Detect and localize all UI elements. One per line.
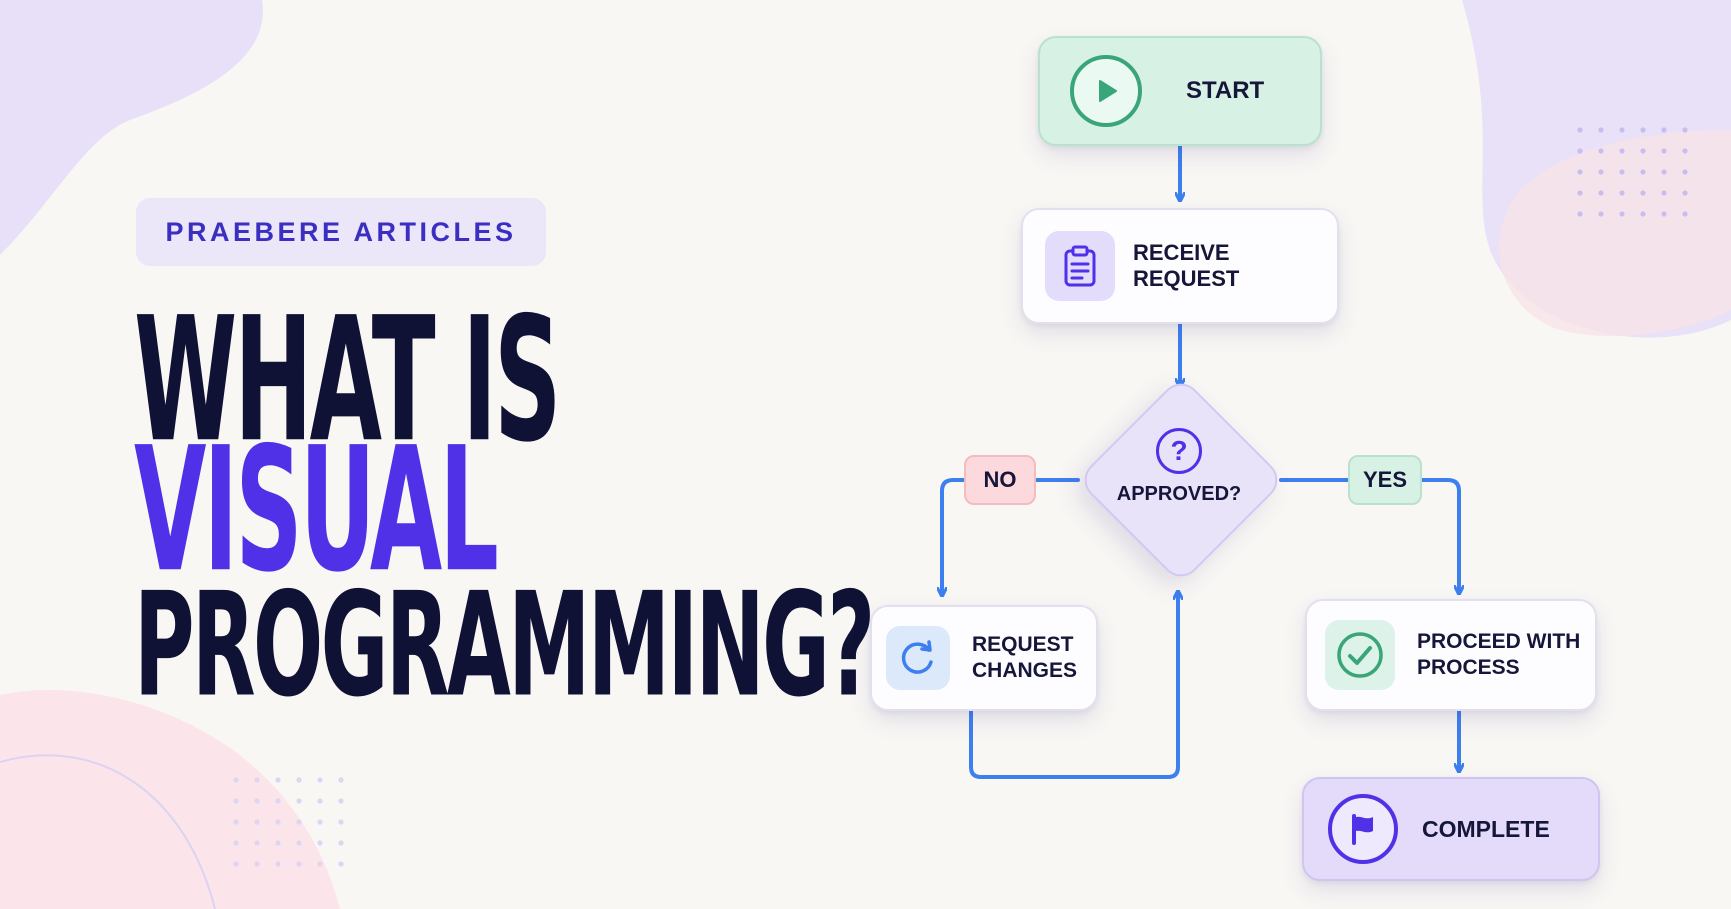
question-icon: ? <box>1156 428 1202 474</box>
proceed-line-2: PROCESS <box>1417 656 1520 679</box>
yes-branch-badge: YES <box>1348 455 1422 505</box>
request-changes-line-1: REQUEST <box>972 633 1074 657</box>
flow-node-request-changes[interactable]: REQUEST CHANGES <box>870 605 1098 711</box>
flow-node-complete[interactable]: COMPLETE <box>1302 777 1600 881</box>
flag-icon <box>1328 794 1398 864</box>
dot-grid-bottom-left <box>233 777 344 867</box>
play-icon <box>1070 55 1142 127</box>
headline-line-2: VISUAL <box>134 409 499 610</box>
start-label: START <box>1186 77 1265 104</box>
flow-node-start[interactable]: START <box>1038 36 1322 146</box>
article-category-tag: PRAEBERE ARTICLES <box>136 198 546 266</box>
request-changes-line-2: CHANGES <box>972 659 1078 682</box>
dot-grid-top-right <box>1577 127 1688 217</box>
headline-line-3: PROGRAMMING? <box>134 561 875 729</box>
proceed-line-1: PROCEED WITH <box>1417 630 1581 654</box>
complete-label: COMPLETE <box>1422 815 1550 842</box>
decision-label: APPROVED? <box>1116 483 1242 505</box>
receive-request-label: RECEIVE REQUEST <box>1133 240 1240 291</box>
flow-node-proceed[interactable]: PROCEED WITH PROCESS <box>1305 599 1597 711</box>
check-icon <box>1325 620 1395 690</box>
flow-node-receive-request[interactable]: RECEIVE REQUEST <box>1021 208 1339 324</box>
refresh-icon <box>886 626 950 690</box>
decision-content: ? APPROVED? <box>1079 428 1279 528</box>
clipboard-icon <box>1045 231 1115 301</box>
proceed-label: PROCEED WITH PROCESS <box>1417 629 1580 680</box>
request-changes-label: REQUEST CHANGES <box>972 632 1077 683</box>
headline-line-1: WHAT IS <box>134 279 561 480</box>
no-branch-badge: NO <box>964 455 1036 505</box>
